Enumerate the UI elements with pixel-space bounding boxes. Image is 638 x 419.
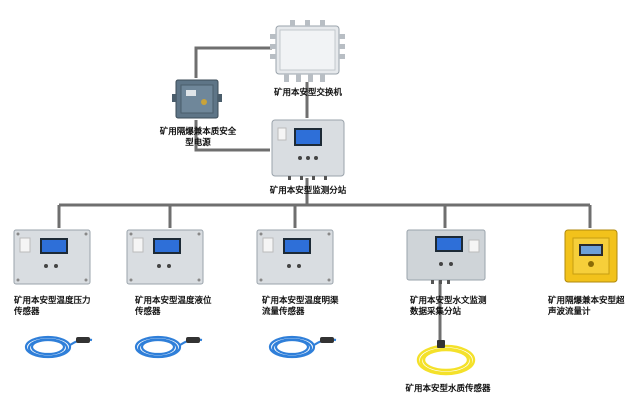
wire-switch-power xyxy=(194,46,272,78)
switch-device-image xyxy=(270,20,345,82)
temp-channel-flow-sensor-image xyxy=(256,229,334,285)
hydro-acquisition-substation-image xyxy=(406,229,486,284)
hydro-acquisition-substation-label: 矿用本安型水文监测 数据采集分站 xyxy=(410,296,487,317)
temp-level-sensor-label: 矿用本安型温度液位 传感器 xyxy=(135,296,212,317)
power-supply-image xyxy=(172,79,222,119)
monitoring-substation-label: 矿用本安型监测分站 xyxy=(269,186,347,196)
ultrasonic-flowmeter-image xyxy=(564,229,618,283)
water-quality-sensor-label: 矿用本安型水质传感器 xyxy=(405,384,491,394)
temp-channel-flow-sensor-label: 矿用本安型温度明渠 流量传感器 xyxy=(262,296,339,317)
temp-channel-cable-coil xyxy=(268,335,337,359)
ultrasonic-flowmeter-label: 矿用隔爆兼本安型超 声波流量计 xyxy=(548,296,625,317)
temp-pressure-sensor-image xyxy=(13,229,91,285)
wire-power-substation xyxy=(194,120,270,152)
switch-label: 矿用本安型交换机 xyxy=(273,88,342,98)
temp-pressure-cable-coil xyxy=(24,335,93,359)
water-quality-cable-coil xyxy=(416,340,476,376)
temp-pressure-sensor-label: 矿用本安型温度压力 传感器 xyxy=(14,296,91,317)
temp-level-sensor-image xyxy=(126,229,204,285)
temp-level-cable-coil xyxy=(134,335,203,359)
monitoring-substation-image xyxy=(271,119,345,180)
power-supply-label: 矿用隔爆兼本质安全 型电源 xyxy=(159,127,237,148)
